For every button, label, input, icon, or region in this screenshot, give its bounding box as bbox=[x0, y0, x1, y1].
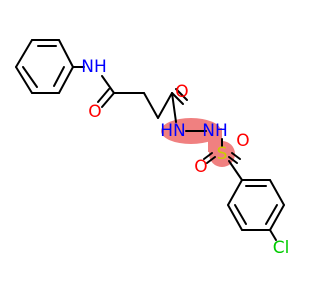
bond bbox=[231, 152, 241, 160]
bond bbox=[143, 92, 159, 119]
bond bbox=[97, 88, 110, 103]
bond bbox=[101, 75, 115, 94]
bond bbox=[171, 92, 184, 105]
bond bbox=[228, 160, 243, 181]
bond bbox=[269, 229, 277, 241]
bond-group bbox=[15, 39, 285, 241]
atom-hydrazide-nh-right: NH bbox=[202, 121, 228, 141]
molecule-structure: NH O O HN NH S O O Cl bbox=[15, 39, 289, 258]
atom-amide-o-left: O bbox=[88, 102, 101, 122]
atom-amide-o-right: O bbox=[175, 82, 188, 102]
atom-sulfonyl-o-right: O bbox=[236, 131, 249, 151]
bond bbox=[228, 156, 238, 164]
bond bbox=[157, 92, 173, 119]
bond bbox=[175, 88, 188, 101]
bond bbox=[227, 179, 243, 206]
bond bbox=[15, 39, 33, 68]
atom-labels: NH O O HN NH S O O Cl bbox=[81, 57, 289, 258]
bond bbox=[269, 179, 285, 206]
bond bbox=[22, 66, 38, 88]
bond bbox=[101, 92, 115, 108]
atom-sulfonyl-o-left: O bbox=[194, 157, 207, 177]
bond bbox=[269, 204, 285, 231]
bond bbox=[15, 66, 33, 94]
bond bbox=[234, 204, 247, 225]
bond bbox=[206, 156, 216, 164]
bond bbox=[265, 204, 278, 225]
bond bbox=[203, 152, 213, 160]
bond bbox=[171, 92, 177, 123]
bond bbox=[58, 39, 74, 68]
atom-hydrazide-nh-left: HN bbox=[160, 121, 186, 141]
atom-sulfonyl-s: S bbox=[217, 144, 228, 164]
atom-amide-nh: NH bbox=[81, 57, 107, 77]
bond bbox=[58, 66, 74, 94]
bond bbox=[53, 66, 65, 87]
atom-chlorine: Cl bbox=[273, 238, 290, 258]
bond bbox=[227, 204, 243, 231]
